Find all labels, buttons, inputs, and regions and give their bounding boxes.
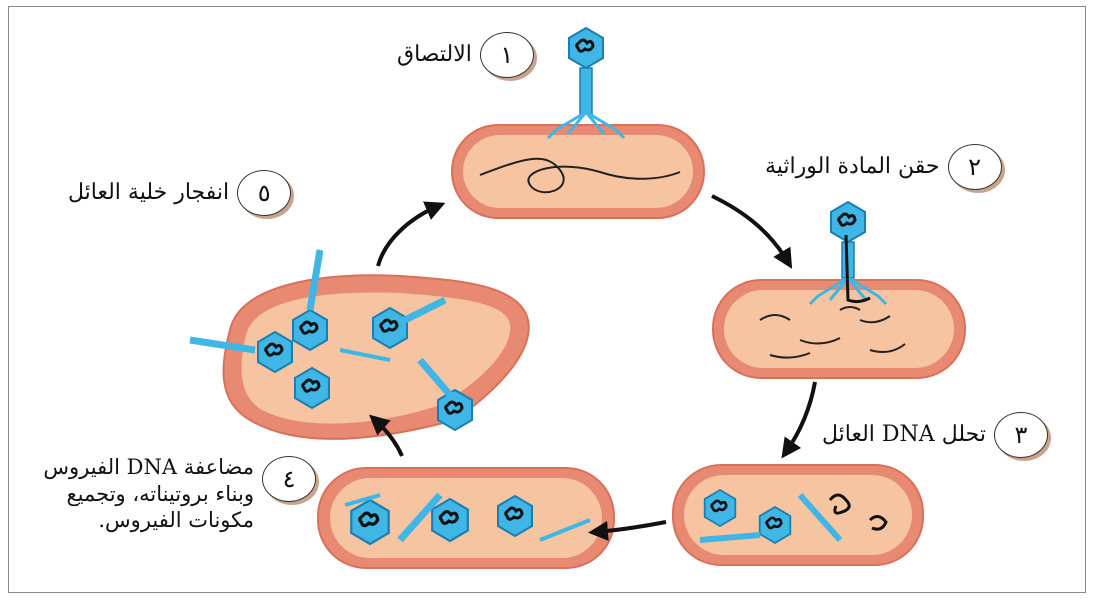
step-2: ٢ حقن المادة الوراثية bbox=[765, 144, 1002, 190]
step-4-number: ٤ bbox=[262, 456, 316, 502]
arrow-1-to-2 bbox=[712, 196, 788, 262]
arrow-5-to-1 bbox=[378, 206, 438, 266]
step-5-number: ٥ bbox=[237, 170, 291, 216]
phage-attaching bbox=[548, 28, 624, 138]
arrow-2-to-3 bbox=[786, 382, 815, 452]
step-3: ٣ تحلل DNA العائل bbox=[822, 412, 1048, 458]
step-3-number: ٣ bbox=[994, 412, 1048, 458]
step-2-label: حقن المادة الوراثية bbox=[765, 154, 940, 180]
host-cell-attachment bbox=[452, 125, 704, 218]
step-5-label: انفجار خلية العائل bbox=[68, 180, 229, 206]
step-5: ٥ انفجار خلية العائل bbox=[68, 170, 291, 216]
host-cell-injection bbox=[713, 280, 965, 378]
step-1: ١ الالتصاق bbox=[397, 32, 534, 78]
step-2-number: ٢ bbox=[948, 144, 1002, 190]
host-cell-replication bbox=[318, 468, 614, 568]
host-cell-dna-breakdown bbox=[673, 465, 923, 565]
step-4: ٤ مضاعفة DNA الفيروس وبناء بروتيناته، وت… bbox=[14, 454, 316, 534]
step-1-number: ١ bbox=[480, 32, 534, 78]
host-cell-bursting bbox=[190, 250, 529, 439]
step-1-label: الالتصاق bbox=[397, 42, 472, 68]
step-3-label: تحلل DNA العائل bbox=[822, 422, 986, 448]
step-4-label: مضاعفة DNA الفيروس وبناء بروتيناته، وتجم… bbox=[14, 454, 254, 534]
